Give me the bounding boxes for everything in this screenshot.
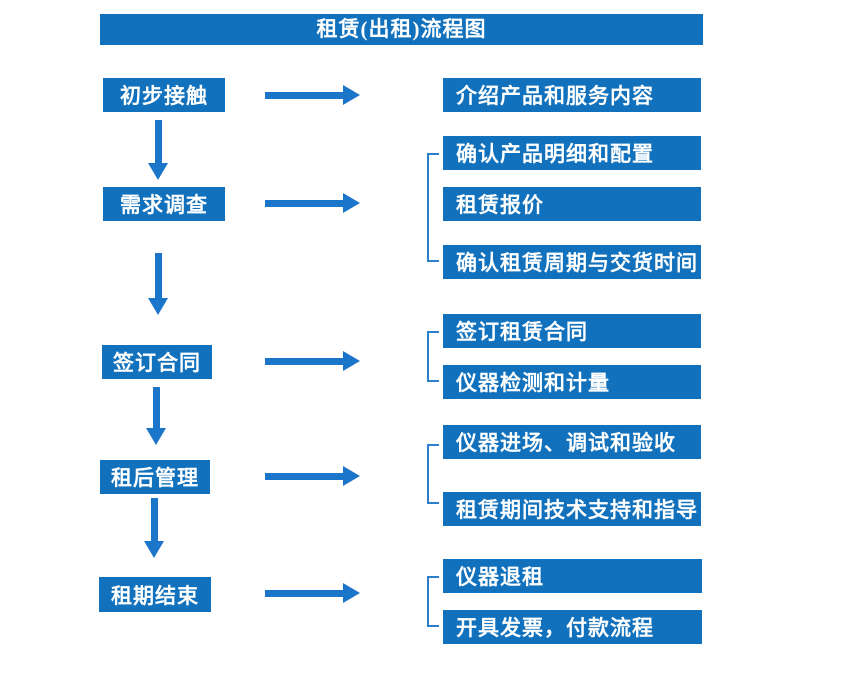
down-arrow-icon [148, 120, 168, 180]
output-box-invoice-payment: 开具发票，付款流程 [443, 610, 702, 644]
down-arrow-icon [144, 498, 164, 558]
output-box-instrument-return: 仪器退租 [443, 559, 702, 593]
step-box-sign-contract: 签订合同 [102, 345, 212, 379]
step-box-initial-contact: 初步接触 [103, 78, 225, 112]
output-box-rental-tech-support: 租赁期间技术支持和指导 [443, 492, 701, 526]
step-box-post-rental-management: 租后管理 [100, 460, 210, 494]
flowchart-title: 租赁(出租)流程图 [100, 14, 703, 45]
right-arrow-icon [265, 466, 360, 486]
down-arrow-icon [146, 387, 166, 445]
step-box-demand-survey: 需求调查 [103, 187, 225, 221]
down-arrow-icon [148, 253, 168, 315]
group-bracket [427, 331, 439, 382]
output-box-rental-quotation: 租赁报价 [443, 187, 701, 221]
right-arrow-icon [265, 193, 360, 213]
right-arrow-icon [265, 85, 360, 105]
group-bracket [427, 444, 439, 504]
output-box-introduce-products-services: 介绍产品和服务内容 [443, 78, 701, 112]
output-box-sign-rental-contract: 签订租赁合同 [443, 314, 701, 348]
output-box-confirm-product-details: 确认产品明细和配置 [443, 136, 701, 170]
output-box-instrument-testing-metering: 仪器检测和计量 [443, 365, 701, 399]
output-box-instrument-entry-debug-acceptance: 仪器进场、调试和验收 [443, 425, 701, 459]
right-arrow-icon [265, 583, 360, 603]
group-bracket [427, 153, 439, 262]
group-bracket [427, 576, 439, 627]
step-box-rental-end: 租期结束 [99, 577, 211, 612]
right-arrow-icon [265, 351, 360, 371]
output-box-confirm-period-delivery: 确认租赁周期与交货时间 [443, 245, 701, 279]
